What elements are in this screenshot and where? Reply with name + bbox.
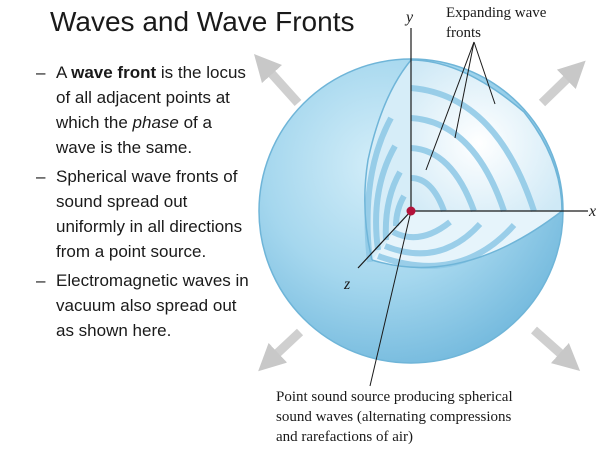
bullet-term-phase: phase — [132, 113, 179, 132]
bullet-item-wave-front: – A wave front is the locus of all adjac… — [14, 60, 249, 160]
y-axis-label: y — [404, 9, 414, 26]
z-axis-line — [357, 210, 412, 269]
axes — [357, 28, 588, 269]
callout-source-line1: Point sound source producing spherical — [276, 389, 513, 405]
cutaway-octant — [364, 59, 563, 269]
bullet-term-wave-front: wave front — [71, 63, 157, 82]
bullet-dash: – — [36, 167, 46, 186]
leader-lines — [369, 41, 496, 387]
bullet-item-spherical: – Spherical wave fronts of sound spread … — [14, 164, 249, 264]
bullet-list: – A wave front is the locus of all adjac… — [14, 60, 249, 347]
bullet-text: Electromagnetic waves in vacuum also spr… — [56, 271, 249, 340]
bullet-text-part: A — [56, 63, 72, 82]
callout-source-line3: and rarefactions of air) — [276, 429, 413, 445]
leader-top-1 — [425, 41, 475, 171]
callout-expanding-line1: Expanding wave — [446, 5, 547, 21]
bullet-text-part: is the locus of all adjacent points at w… — [56, 63, 246, 132]
wave-front-rings — [364, 85, 537, 269]
bullet-item-electromagnetic: – Electromagnetic waves in vacuum also s… — [14, 268, 249, 343]
bullet-dash: – — [36, 271, 46, 290]
bullet-text-part: of a wave is the same. — [56, 113, 212, 157]
bullet-dash: – — [36, 63, 46, 82]
bullet-text: Spherical wave fronts of sound spread ou… — [56, 167, 243, 261]
arrow-down-right — [531, 326, 581, 371]
x-axis-label: x — [588, 203, 596, 220]
slide-title: Waves and Wave Fronts — [50, 6, 355, 37]
arrow-up-left — [253, 53, 302, 107]
leader-top-3 — [473, 41, 496, 105]
leader-bottom — [369, 210, 412, 387]
point-source-dot — [406, 206, 416, 216]
leader-top-2 — [454, 41, 475, 139]
callout-source-line2: sound waves (alternating compressions — [276, 409, 512, 425]
expansion-arrows — [253, 53, 586, 372]
callout-expanding-line2: fronts — [446, 25, 481, 41]
z-axis-label: z — [343, 276, 351, 293]
arrow-up-right — [538, 60, 586, 107]
arrow-down-left — [258, 328, 304, 372]
